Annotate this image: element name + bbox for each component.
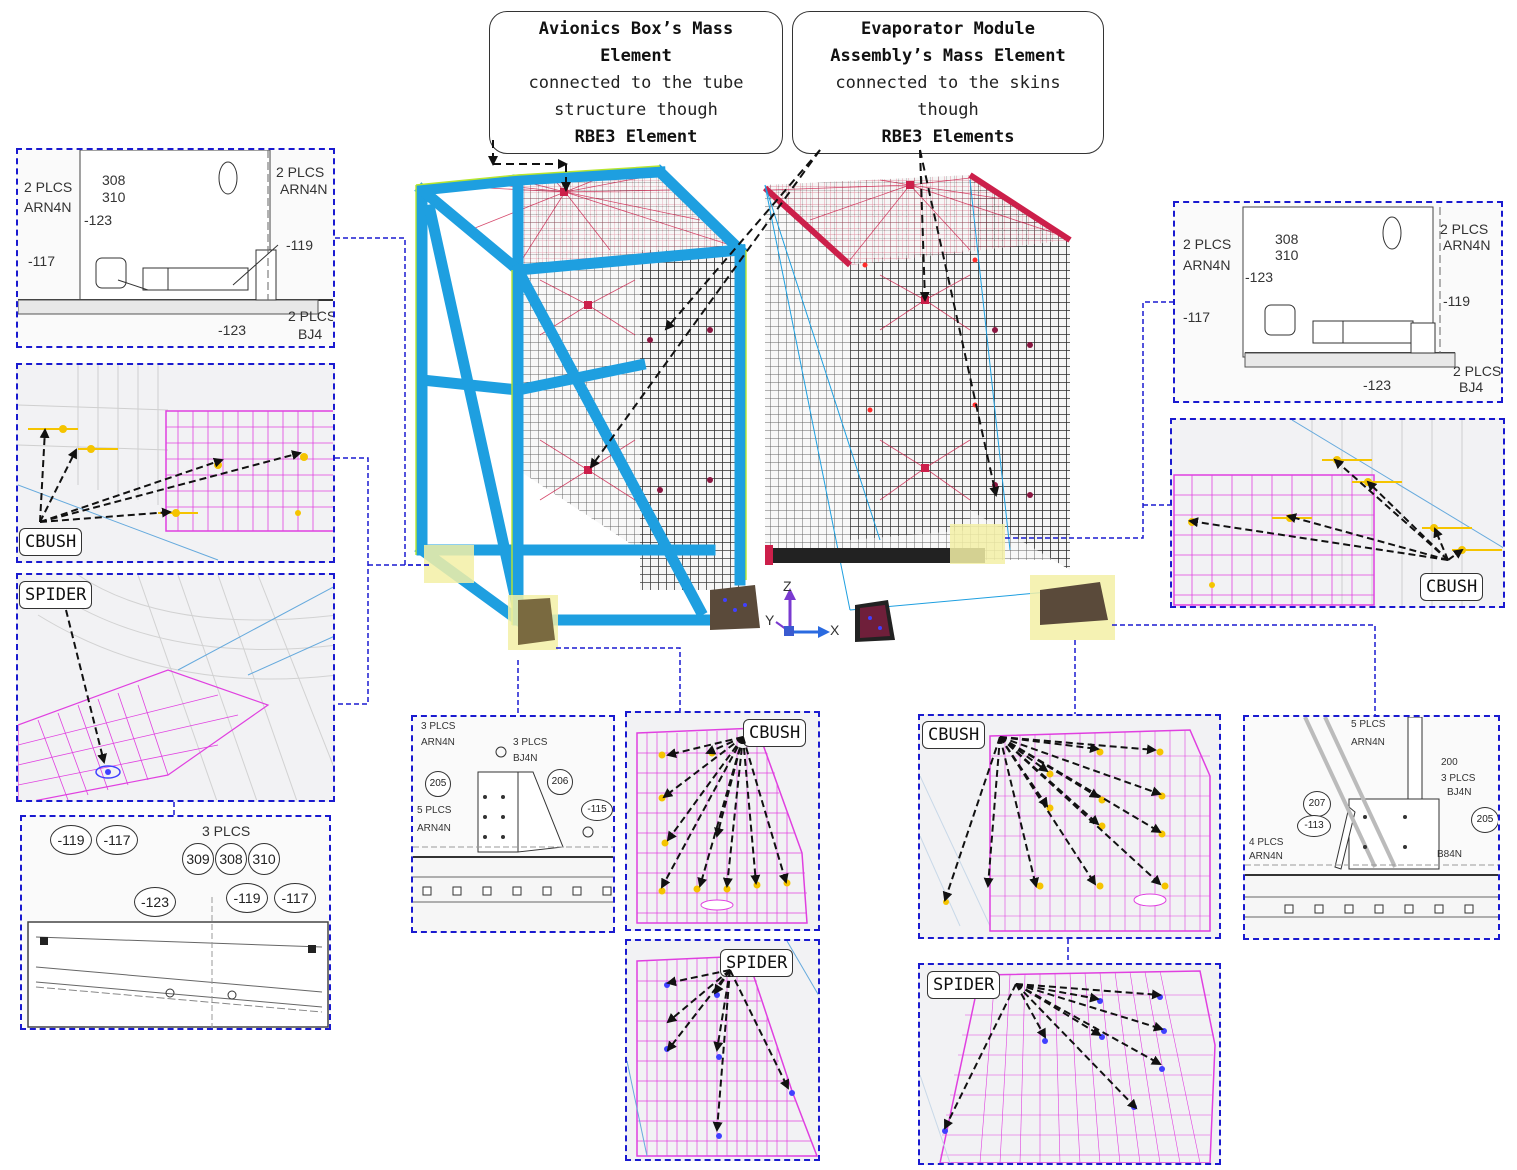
- avionics-callout-line2: Element: [600, 46, 672, 66]
- label-123-tr: -123: [1245, 269, 1274, 285]
- evaporator-callout-line3: connected to the skins: [835, 73, 1061, 93]
- cbush-tag-right: CBUSH: [1420, 573, 1484, 601]
- spider-tag-bracket-right: SPIDER: [927, 971, 1001, 999]
- label-117: -117: [28, 253, 55, 269]
- axis-y-label: Y: [765, 612, 775, 628]
- label-3plcs-bc-left: 3 PLCS: [421, 721, 456, 732]
- label-bj4n-bc: BJ4N: [513, 753, 538, 764]
- label-3plcs-br: 3 PLCS: [1441, 773, 1476, 784]
- label-308: 308: [102, 172, 126, 188]
- avionics-frame: [414, 164, 760, 655]
- label-119-tr: -119: [1443, 293, 1470, 309]
- label-4plcs-br: 4 PLCS: [1249, 837, 1284, 848]
- label-arn4n-br-bottom: ARN4N: [1249, 851, 1283, 862]
- label-b84n-br: B84N: [1437, 849, 1463, 860]
- label-2plcs-bottom: 2 PLCS: [288, 308, 335, 324]
- label-3plcs: 3 PLCS: [202, 823, 251, 839]
- balloon-119-a: -119: [50, 825, 92, 855]
- balloon-310: 310: [248, 843, 280, 875]
- drawing-panel-bottom-left: -119 -117 3 PLCS 309 308 310 -123 -119 -…: [20, 815, 331, 1030]
- spider-mesh-panel-left: [16, 573, 335, 802]
- label-arn4n-left: ARN4N: [24, 199, 72, 215]
- label-123-top: -123: [84, 212, 113, 228]
- evaporator-callout-line4: though: [917, 100, 979, 120]
- label-bj4n-br: BJ4N: [1447, 787, 1472, 798]
- label-308-tr: 308: [1275, 231, 1299, 247]
- label-310-tr: 310: [1275, 247, 1299, 263]
- balloon-113-br: -113: [1297, 815, 1331, 837]
- label-119: -119: [286, 237, 313, 253]
- balloon-115-bc: -115: [581, 799, 613, 821]
- label-bj4-tr: BJ4: [1459, 379, 1484, 395]
- balloon-205-br: 205: [1471, 807, 1498, 833]
- axis-z-label: Z: [783, 578, 792, 594]
- label-117-tr: -117: [1183, 309, 1210, 325]
- balloon-309: 309: [182, 843, 214, 875]
- evaporator-module: [762, 172, 1115, 642]
- label-arn4n-br-top: ARN4N: [1351, 737, 1385, 748]
- label-200-br: 200: [1441, 757, 1458, 768]
- fem-model-view: [410, 150, 1130, 655]
- label-123-bottom: -123: [218, 322, 247, 338]
- avionics-mass-callout: Avionics Box’s Mass Element connected to…: [489, 11, 783, 154]
- spider-tag-bracket-left: SPIDER: [720, 949, 794, 977]
- evaporator-mass-callout: Evaporator Module Assembly’s Mass Elemen…: [792, 11, 1104, 154]
- axis-triad: [775, 588, 830, 638]
- evaporator-callout-line5: RBE3 Elements: [881, 127, 1015, 147]
- label-arn4n-tr-left: ARN4N: [1183, 257, 1231, 273]
- label-310: 310: [102, 189, 126, 205]
- label-arn4n-bc-top: ARN4N: [421, 737, 455, 748]
- avionics-callout-line4: structure though: [554, 100, 718, 120]
- label-2plcs-tr-left: 2 PLCS: [1183, 236, 1232, 252]
- balloon-207-br: 207: [1303, 791, 1331, 817]
- label-5plcs-bc: 5 PLCS: [417, 805, 452, 816]
- label-5plcs-br: 5 PLCS: [1351, 719, 1386, 730]
- evaporator-callout-line1: Evaporator Module: [861, 19, 1035, 39]
- drawing-panel-top-right: 2 PLCS ARN4N 308 310 -123 -117 2 PLCS AR…: [1173, 201, 1503, 403]
- cbush-tag-bracket-right: CBUSH: [922, 721, 986, 749]
- avionics-callout-line3: connected to the tube: [528, 73, 744, 93]
- avionics-callout-line1: Avionics Box’s Mass: [538, 19, 734, 39]
- cbush-tag-bracket-left: CBUSH: [743, 719, 807, 747]
- label-2plcs-right: 2 PLCS: [276, 164, 325, 180]
- axis-x-label: X: [830, 622, 840, 638]
- label-arn4n-tr-right: ARN4N: [1443, 237, 1491, 253]
- balloon-308: 308: [215, 843, 247, 875]
- balloon-119-b: -119: [226, 883, 268, 913]
- balloon-123: -123: [134, 887, 176, 917]
- drawing-panel-top-left: 2 PLCS ARN4N 308 310 -123 -117 2 PLCS AR…: [16, 148, 335, 348]
- spider-tag-left: SPIDER: [19, 581, 93, 609]
- label-2plcs-tr-bottom: 2 PLCS: [1453, 363, 1502, 379]
- drawing-panel-bottom-center: 3 PLCS ARN4N 3 PLCS BJ4N 205 206 5 PLCS …: [411, 715, 615, 933]
- balloon-117-b: -117: [274, 883, 316, 913]
- balloon-117-a: -117: [96, 825, 138, 855]
- drawing-panel-bottom-right: 5 PLCS ARN4N 200 3 PLCS BJ4N 207 -113 20…: [1243, 715, 1500, 940]
- evaporator-callout-line2: Assembly’s Mass Element: [830, 46, 1066, 66]
- cbush-tag-left: CBUSH: [19, 528, 83, 556]
- label-123-tr-bottom: -123: [1363, 377, 1392, 393]
- label-bj4: BJ4: [298, 326, 323, 342]
- label-arn4n-bc-mid: ARN4N: [417, 823, 451, 834]
- label-2plcs-left: 2 PLCS: [24, 179, 73, 195]
- balloon-206-bc: 206: [547, 769, 573, 795]
- label-3plcs-bc-right: 3 PLCS: [513, 737, 548, 748]
- balloon-205-bc: 205: [425, 771, 451, 797]
- label-2plcs-tr-right: 2 PLCS: [1440, 221, 1489, 237]
- label-arn4n-right: ARN4N: [280, 181, 328, 197]
- avionics-callout-line5: RBE3 Element: [574, 127, 698, 147]
